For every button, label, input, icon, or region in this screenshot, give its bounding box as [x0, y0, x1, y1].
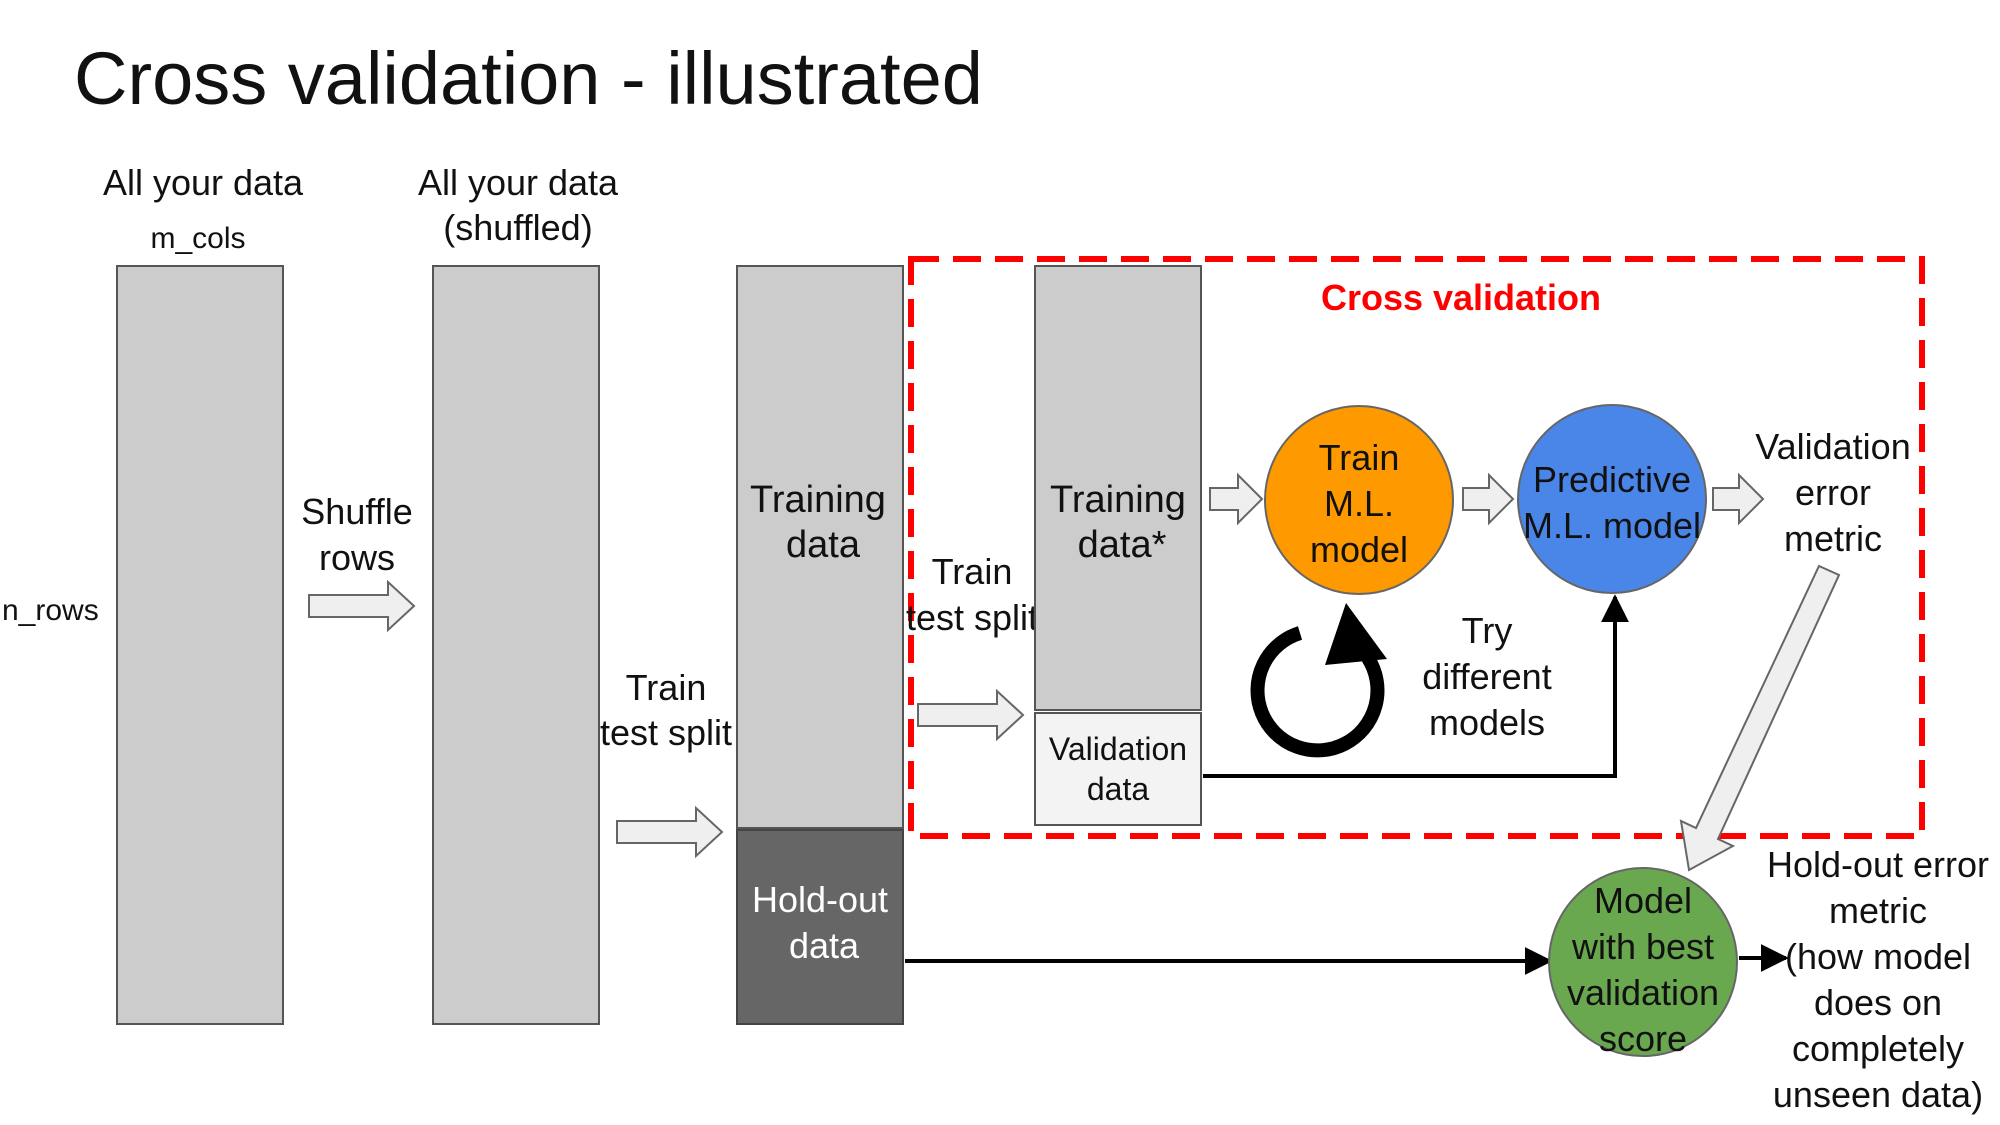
all-data-block [116, 265, 284, 1025]
training-data-label-line2: data [786, 524, 861, 566]
m-cols-label: m_cols [150, 222, 245, 255]
holdout-metric-line2: metric [1829, 890, 1927, 931]
split1-arrow-icon [616, 805, 724, 859]
training-data-block [736, 265, 904, 829]
best-model-line3: validation [1567, 972, 1719, 1013]
validation-data-label-line1: Validation [1049, 731, 1187, 767]
holdout-data-label-line2: data [789, 925, 860, 966]
shuffled-data-block [432, 265, 600, 1025]
split1-label-line1: Train [626, 667, 707, 708]
train-model-line2: M.L. [1324, 483, 1394, 524]
holdout-metric-line3: (how model [1785, 936, 1971, 977]
all-data-header: All your data [103, 162, 304, 203]
n-rows-label: n_rows [2, 594, 99, 627]
try-models-line1: Try [1462, 610, 1513, 651]
page-title: Cross validation - illustrated [74, 37, 983, 120]
cross-validation-label: Cross validation [1321, 277, 1601, 318]
holdout-metric-line1: Hold-out error [1767, 844, 1989, 885]
training-data-label-line1: Training [750, 479, 886, 521]
split2-arrow-icon [917, 688, 1025, 742]
shuffle-label-line2: rows [319, 537, 395, 578]
holdout-metric-line4: does on [1814, 982, 1942, 1023]
train-model-line3: model [1310, 529, 1408, 570]
holdout-metric-line5: completely [1792, 1028, 1964, 1069]
shuffled-header-line2: (shuffled) [443, 207, 592, 248]
best-model-circle [1548, 867, 1738, 1057]
validation-metric-line3: metric [1784, 518, 1882, 559]
holdout-data-block [736, 829, 904, 1025]
holdout-metric-line6: unseen data) [1773, 1074, 1983, 1115]
predictive-model-line1: Predictive [1533, 459, 1691, 500]
split1-label-line2: test split [600, 712, 732, 753]
split2-label-line2: test split [906, 597, 1038, 638]
holdout-data-label-line1: Hold-out [752, 879, 888, 920]
best-model-line4: score [1599, 1018, 1687, 1059]
predictive-model-circle [1517, 404, 1707, 594]
to-train-model-arrow-icon [1209, 472, 1264, 526]
training-star-block [1034, 265, 1202, 711]
cross-validation-box [908, 256, 1925, 839]
to-validation-metric-arrow-icon [1712, 472, 1765, 526]
try-models-line2: different [1422, 656, 1551, 697]
best-model-line2: with best [1571, 926, 1714, 967]
train-model-circle [1264, 405, 1454, 595]
shuffled-header-line1: All your data [418, 162, 619, 203]
shuffle-label-line1: Shuffle [301, 491, 412, 532]
training-star-label-line1: Training [1050, 479, 1186, 521]
validation-metric-line1: Validation [1755, 426, 1910, 467]
refresh-cycle-icon [1250, 603, 1387, 758]
validation-data-block [1034, 712, 1202, 826]
validation-metric-line2: error [1795, 472, 1871, 513]
shuffle-arrow-icon [308, 579, 416, 633]
training-star-label-line2: data* [1078, 524, 1167, 566]
best-model-line1: Model [1594, 880, 1692, 921]
to-best-model-arrow-icon [1679, 564, 1841, 872]
train-model-line1: Train [1319, 437, 1400, 478]
validation-to-predictive-connector [1203, 594, 1629, 778]
to-predictive-model-arrow-icon [1462, 472, 1515, 526]
predictive-model-line2: M.L. model [1523, 505, 1701, 546]
try-models-line3: models [1429, 702, 1545, 743]
validation-data-label-line2: data [1087, 771, 1149, 807]
split2-label-line1: Train [932, 551, 1013, 592]
